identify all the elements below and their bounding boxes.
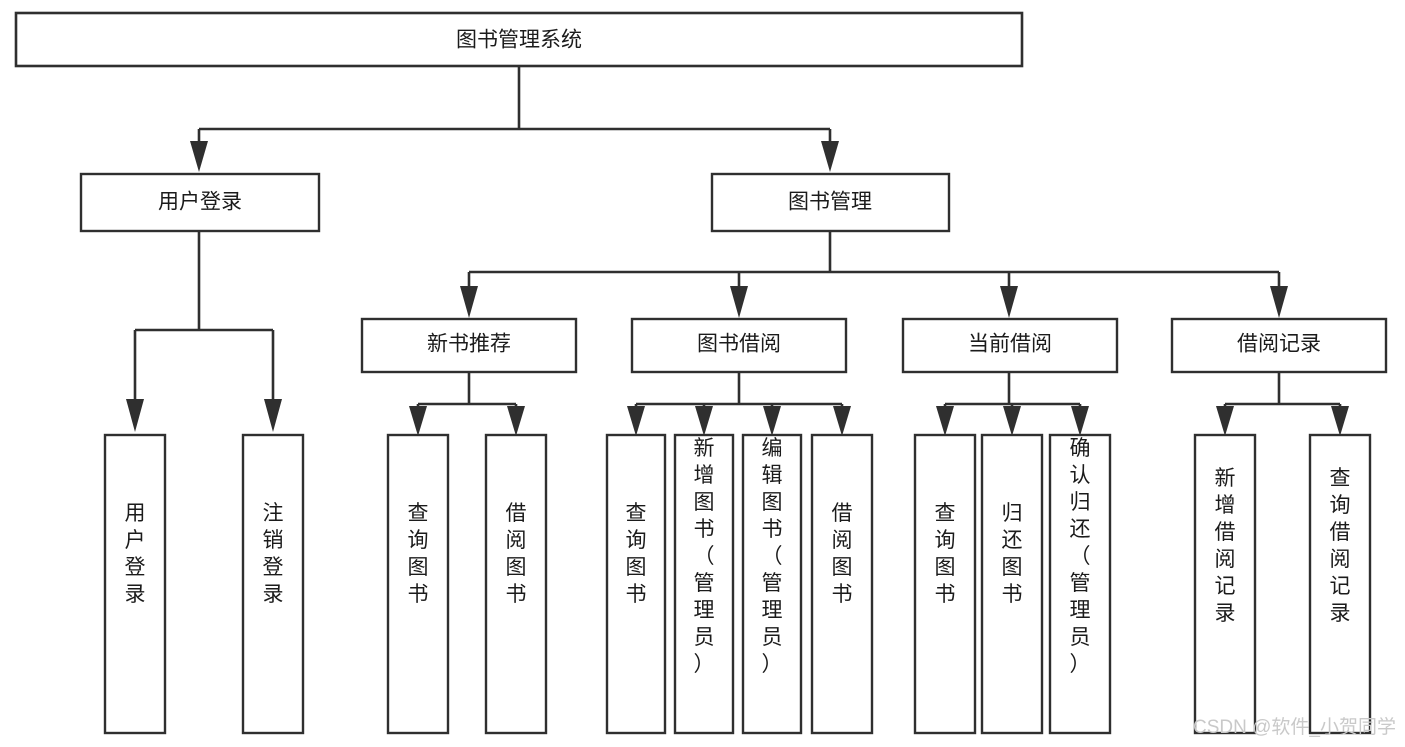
node-leaf-add-book-admin[interactable]: 新增图书（管理员） <box>673 433 735 735</box>
node-leaf-logout-login-label: 注销登录 <box>263 502 284 606</box>
node-leaf-query-book-1-box[interactable] <box>386 433 450 735</box>
node-leaf-return-book-label: 归还图书 <box>1002 502 1023 606</box>
node-leaf-edit-book-admin-label: 编辑图书（管理员） <box>762 437 783 676</box>
node-borrow-record-box[interactable] <box>1170 317 1388 374</box>
arrow-head-icon-leaf-edit-book-admin <box>763 406 781 436</box>
node-leaf-borrow-book-1-label: 借阅图书 <box>506 502 527 606</box>
node-leaf-logout-login-box[interactable] <box>241 433 305 735</box>
node-leaf-query-borrow-record-box[interactable] <box>1308 433 1372 735</box>
node-new-book-recommend-box[interactable] <box>360 317 578 374</box>
arrow-head-icon-leaf-add-borrow-record <box>1216 406 1234 436</box>
arrow-head-icon-to-book-borrow <box>730 286 748 318</box>
node-user-login-box[interactable] <box>79 172 321 233</box>
node-leaf-user-login[interactable]: 用户登录 <box>103 433 167 735</box>
node-book-borrow[interactable]: 图书借阅 <box>630 317 848 374</box>
node-leaf-query-book-2[interactable]: 查询图书 <box>605 433 667 735</box>
arrow-head-icon-leaf-query-borrow-record <box>1331 406 1349 436</box>
arrow-head-icon-leaf-return-book <box>1003 406 1021 436</box>
node-leaf-add-borrow-record[interactable]: 新增借阅记录 <box>1193 433 1257 735</box>
node-leaf-borrow-book-2-label: 借阅图书 <box>832 502 853 606</box>
node-new-book-recommend-label: 新书推荐 <box>427 333 511 356</box>
arrow-head-icon-to-book-management <box>821 141 839 172</box>
connector-layer <box>126 66 1349 436</box>
csdn-watermark: CSDN @软件_小贺同学 <box>1193 716 1396 738</box>
node-leaf-query-book-3-box[interactable] <box>913 433 977 735</box>
node-leaf-query-book-3-label: 查询图书 <box>935 502 956 606</box>
node-borrow-record[interactable]: 借阅记录 <box>1170 317 1388 374</box>
node-book-management[interactable]: 图书管理 <box>710 172 951 233</box>
node-user-login-label: 用户登录 <box>158 191 242 214</box>
node-leaf-add-book-admin-label: 新增图书（管理员） <box>694 437 715 676</box>
node-book-borrow-label: 图书借阅 <box>697 333 781 356</box>
node-current-borrow-box[interactable] <box>901 317 1119 374</box>
node-current-borrow[interactable]: 当前借阅 <box>901 317 1119 374</box>
node-leaf-return-book-box[interactable] <box>980 433 1044 735</box>
arrow-head-icon-leaf-confirm-return-admin <box>1071 406 1089 436</box>
node-root-label: 图书管理系统 <box>456 29 582 52</box>
node-leaf-add-borrow-record-label: 新增借阅记录 <box>1215 467 1236 625</box>
arrow-head-icon-leaf-user-login <box>126 399 144 432</box>
node-current-borrow-label: 当前借阅 <box>968 333 1052 356</box>
arrow-head-icon-to-user-login <box>190 141 208 172</box>
node-leaf-query-borrow-record[interactable]: 查询借阅记录 <box>1308 433 1372 735</box>
node-leaf-query-book-2-label: 查询图书 <box>626 502 647 606</box>
node-root-box[interactable] <box>14 11 1024 68</box>
node-book-management-label: 图书管理 <box>788 191 872 214</box>
node-leaf-query-borrow-record-label: 查询借阅记录 <box>1330 467 1351 625</box>
node-leaf-borrow-book-2-box[interactable] <box>810 433 874 735</box>
node-leaf-query-book-3[interactable]: 查询图书 <box>913 433 977 735</box>
node-leaf-return-book[interactable]: 归还图书 <box>980 433 1044 735</box>
arrow-head-icon-leaf-borrow-book-1 <box>507 406 525 436</box>
node-root[interactable]: 图书管理系统 <box>14 11 1024 68</box>
node-leaf-add-borrow-record-box[interactable] <box>1193 433 1257 735</box>
arrow-head-icon-leaf-query-book-1 <box>409 406 427 436</box>
node-leaf-confirm-return-admin-box[interactable] <box>1048 433 1112 735</box>
node-leaf-confirm-return-admin-label: 确认归还（管理员） <box>1070 437 1091 676</box>
node-book-borrow-box[interactable] <box>630 317 848 374</box>
node-leaf-borrow-book-2[interactable]: 借阅图书 <box>810 433 874 735</box>
arrow-head-icon-leaf-borrow-book-2 <box>833 406 851 436</box>
node-leaf-borrow-book-1-box[interactable] <box>484 433 548 735</box>
arrow-head-icon-leaf-query-book-2 <box>627 406 645 436</box>
arrow-head-icon-leaf-logout-login <box>264 399 282 432</box>
node-leaf-confirm-return-admin[interactable]: 确认归还（管理员） <box>1048 433 1112 735</box>
node-leaf-user-login-box[interactable] <box>103 433 167 735</box>
node-leaf-query-book-1-label: 查询图书 <box>408 502 429 606</box>
node-borrow-record-label: 借阅记录 <box>1237 333 1321 356</box>
node-leaf-borrow-book-1[interactable]: 借阅图书 <box>484 433 548 735</box>
node-book-management-box[interactable] <box>710 172 951 233</box>
node-leaf-logout-login[interactable]: 注销登录 <box>241 433 305 735</box>
arrow-head-icon-leaf-add-book-admin <box>695 406 713 436</box>
arrow-head-icon-to-current-borrow <box>1000 286 1018 318</box>
node-leaf-query-book-2-box[interactable] <box>605 433 667 735</box>
node-new-book-recommend[interactable]: 新书推荐 <box>360 317 578 374</box>
node-leaf-add-book-admin-box[interactable] <box>673 433 735 735</box>
arrow-head-icon-to-new-book-recommend <box>460 286 478 318</box>
node-leaf-user-login-label: 用户登录 <box>125 502 146 606</box>
arrow-head-icon-leaf-query-book-3 <box>936 406 954 436</box>
arrow-head-icon-to-borrow-record <box>1270 286 1288 318</box>
node-leaf-edit-book-admin-box[interactable] <box>741 433 803 735</box>
node-leaf-edit-book-admin[interactable]: 编辑图书（管理员） <box>741 433 803 735</box>
node-user-login[interactable]: 用户登录 <box>79 172 321 233</box>
node-leaf-query-book-1[interactable]: 查询图书 <box>386 433 450 735</box>
